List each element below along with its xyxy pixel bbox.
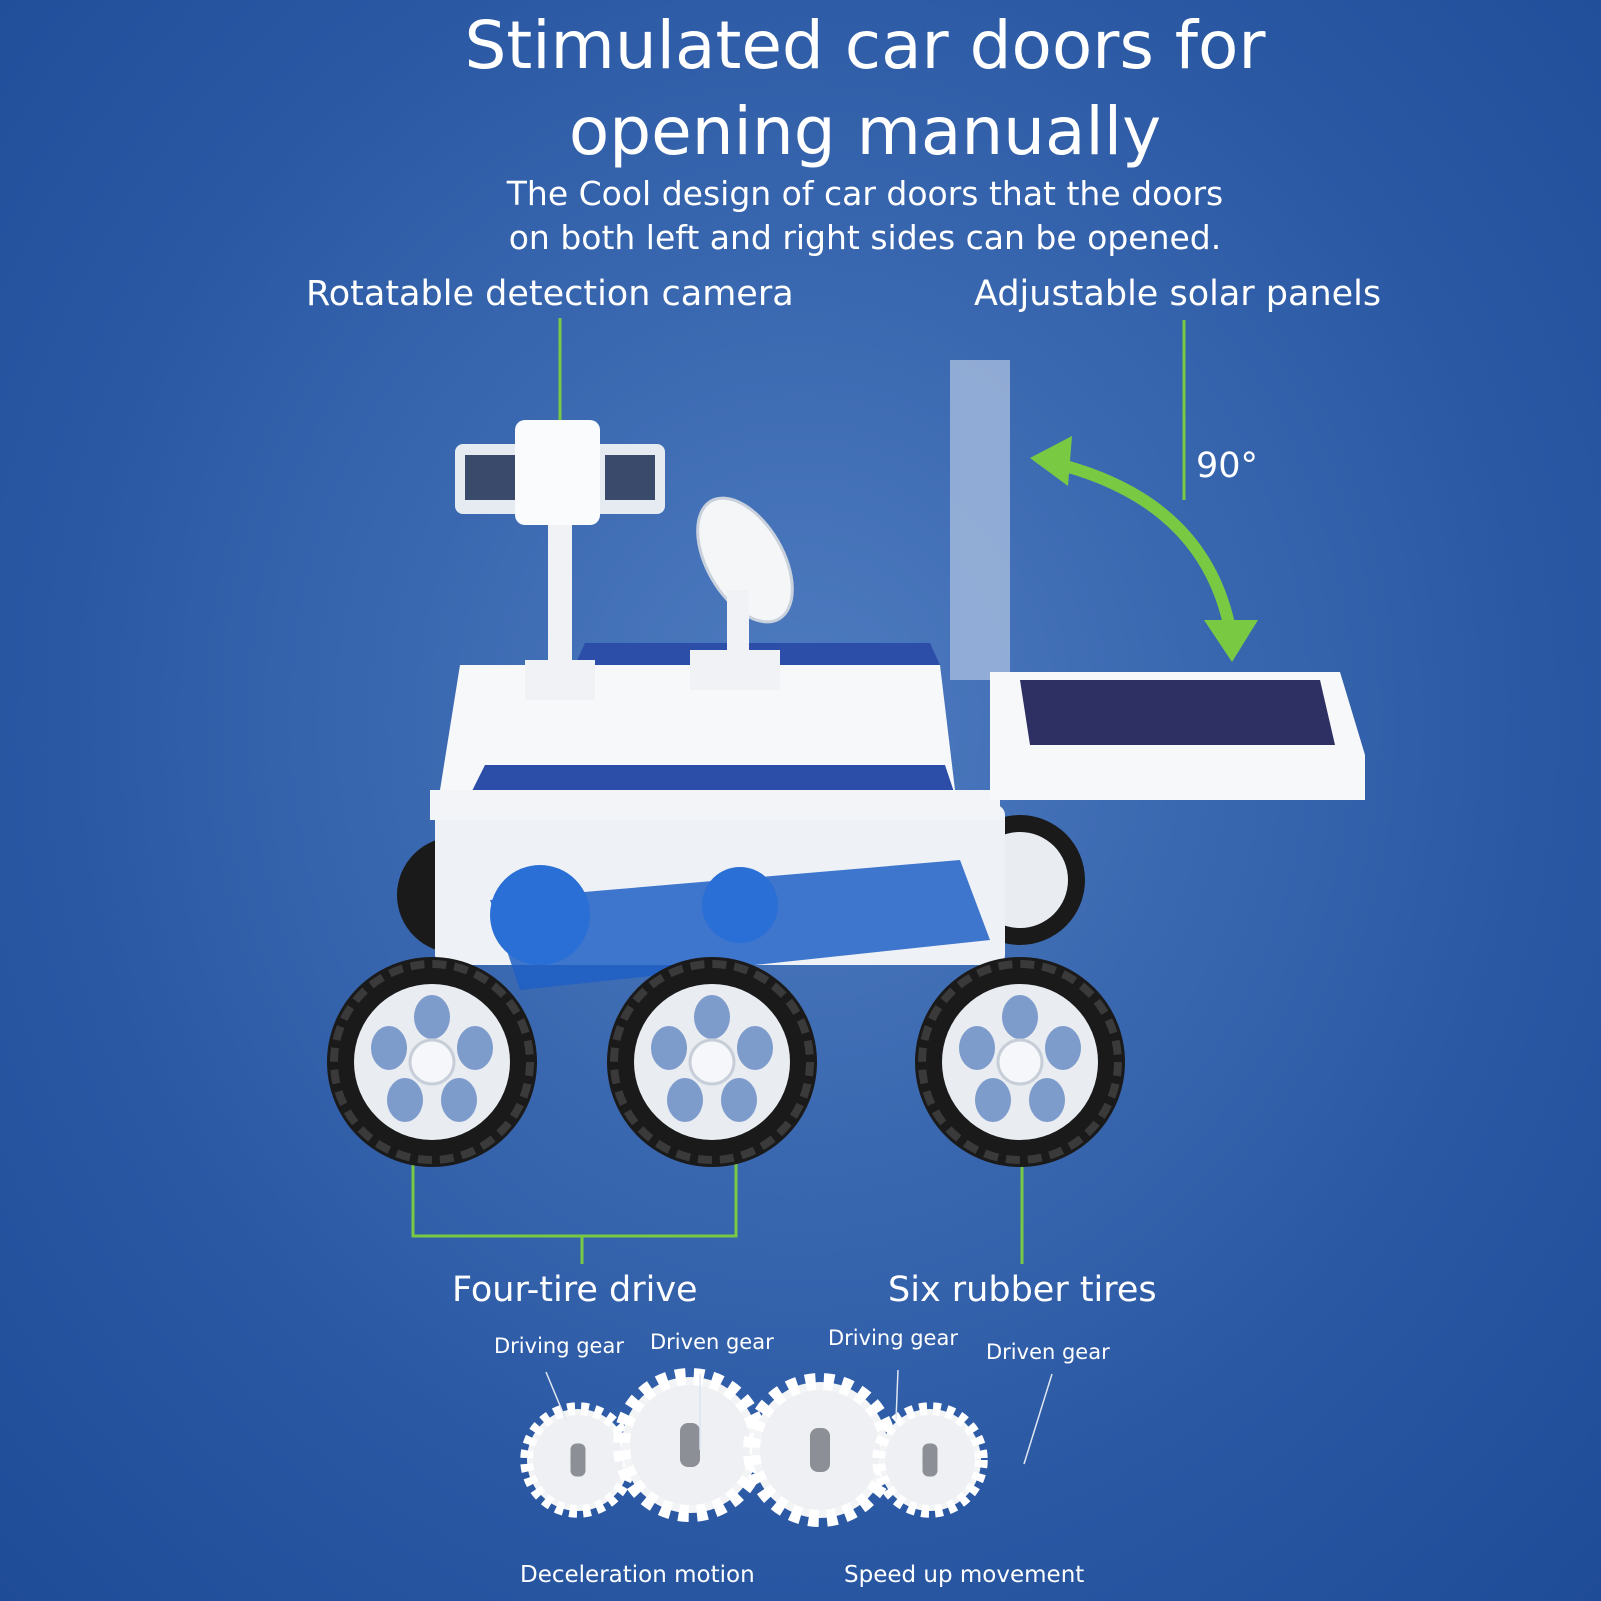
driven-gear-label-2: Driven gear [986,1340,1110,1364]
driven-gear-label-1: Driven gear [650,1330,774,1354]
title-line-1: Stimulated car doors for [464,7,1266,84]
speed-up-label: Speed up movement [844,1562,1085,1588]
camera-label: Rotatable detection camera [306,274,794,314]
deceleration-label: Deceleration motion [520,1562,755,1588]
driving-gear-label-2: Driving gear [828,1326,958,1350]
driving-gear-label-1: Driving gear [494,1334,624,1358]
tires-label: Six rubber tires [888,1270,1157,1310]
subtitle-line-2: on both left and right sides can be open… [508,218,1222,257]
title-line-2: opening manually [568,93,1162,170]
subtitle-line-1: The Cool design of car doors that the do… [506,174,1224,213]
solar-label: Adjustable solar panels [974,274,1382,314]
callout-lines [411,318,1186,1264]
drive-label: Four-tire drive [452,1270,698,1310]
rotation-arrow [1048,456,1238,641]
angle-label: 90° [1196,446,1259,486]
